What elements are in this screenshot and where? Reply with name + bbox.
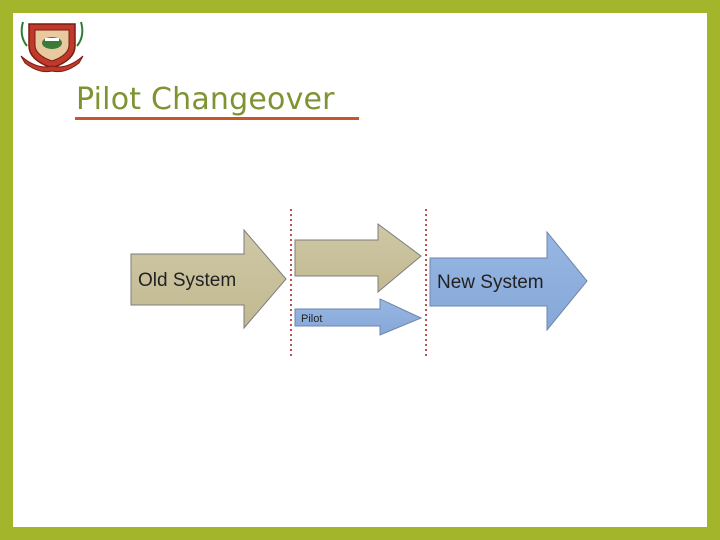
pilot-label: Pilot (301, 313, 322, 325)
page-title: Pilot Changeover (76, 82, 335, 117)
old-system-arrow (130, 228, 287, 330)
title-underline (75, 117, 359, 120)
old-system-label: Old System (138, 270, 236, 291)
slide: Pilot Changeover Old System Pilot New Sy… (13, 13, 707, 527)
pilot-arrow (294, 298, 423, 336)
school-crest-icon (20, 21, 84, 73)
pilot-changeover-diagram: Old System Pilot New System (130, 209, 588, 357)
parallel-old-arrow (294, 223, 422, 294)
new-system-label: New System (437, 272, 544, 293)
new-system-arrow (429, 230, 588, 332)
